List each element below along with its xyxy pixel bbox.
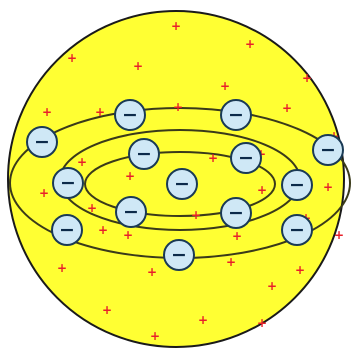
electron: − xyxy=(114,99,146,131)
positive-charge: + xyxy=(257,316,267,330)
positive-charge: + xyxy=(295,263,305,277)
negative-charge-sign: − xyxy=(174,173,190,195)
negative-charge-sign: − xyxy=(289,219,305,241)
electron: − xyxy=(220,99,252,131)
electron-circle xyxy=(220,197,252,229)
electron-circle xyxy=(281,169,313,201)
electron: − xyxy=(220,197,252,229)
electron-circle xyxy=(26,126,58,158)
positive-charge: + xyxy=(257,183,267,197)
positive-charge: + xyxy=(123,228,133,242)
negative-charge-sign: − xyxy=(60,172,76,194)
positive-charge: + xyxy=(42,105,52,119)
positive-charge: + xyxy=(334,228,344,242)
positive-charge: + xyxy=(102,303,112,317)
electron-circle xyxy=(281,214,313,246)
negative-charge-sign: − xyxy=(289,174,305,196)
electron: − xyxy=(281,169,313,201)
electron-circle xyxy=(128,138,160,170)
positive-charge: + xyxy=(98,223,108,237)
positive-charge: + xyxy=(150,329,160,343)
negative-charge-sign: − xyxy=(320,139,336,161)
electron-circle xyxy=(230,142,262,174)
positive-charge: + xyxy=(67,51,77,65)
positive-charge: + xyxy=(147,265,157,279)
positive-charge: + xyxy=(226,255,236,269)
electrons: −−−−−−−−−−−−−− xyxy=(26,99,344,271)
electron-circle xyxy=(220,99,252,131)
negative-charge-sign: − xyxy=(238,147,254,169)
positive-charge: + xyxy=(125,169,135,183)
positive-charge: + xyxy=(208,151,218,165)
electron: − xyxy=(52,167,84,199)
electron-circle xyxy=(312,134,344,166)
electron-circle xyxy=(114,99,146,131)
positive-charge: + xyxy=(191,208,201,222)
electron: − xyxy=(163,239,195,271)
negative-charge-sign: − xyxy=(122,104,138,126)
positive-charge: + xyxy=(87,201,97,215)
negative-charge-sign: − xyxy=(228,202,244,224)
negative-charge-sign: − xyxy=(136,143,152,165)
positive-charge: + xyxy=(173,100,183,114)
positive-charge: + xyxy=(39,186,49,200)
positive-charge: + xyxy=(323,180,333,194)
positive-charge: + xyxy=(57,261,67,275)
electron: − xyxy=(166,168,198,200)
positive-charge: + xyxy=(302,71,312,85)
positive-charge: + xyxy=(133,59,143,73)
electron-circle xyxy=(163,239,195,271)
positive-charge: + xyxy=(95,105,105,119)
positive-charge: + xyxy=(220,79,230,93)
electron-circle xyxy=(51,214,83,246)
positive-charge: + xyxy=(245,37,255,51)
negative-charge-sign: − xyxy=(34,131,50,153)
electron: − xyxy=(115,196,147,228)
electron-circle xyxy=(115,196,147,228)
positive-charge: + xyxy=(282,101,292,115)
positive-charge: + xyxy=(171,19,181,33)
positive-charge: + xyxy=(232,229,242,243)
negative-charge-sign: − xyxy=(59,219,75,241)
negative-charge-sign: − xyxy=(123,201,139,223)
electron-circle xyxy=(52,167,84,199)
negative-charge-sign: − xyxy=(228,104,244,126)
positive-charge: + xyxy=(77,155,87,169)
positive-charge: + xyxy=(198,313,208,327)
electron: − xyxy=(128,138,160,170)
electron: − xyxy=(281,214,313,246)
electron-circle xyxy=(166,168,198,200)
electron: − xyxy=(26,126,58,158)
positive-charge: + xyxy=(267,279,277,293)
electron: − xyxy=(312,134,344,166)
electron: − xyxy=(230,142,262,174)
inner-orbit-ring xyxy=(84,151,276,217)
negative-charge-sign: − xyxy=(171,244,187,266)
electron: − xyxy=(51,214,83,246)
